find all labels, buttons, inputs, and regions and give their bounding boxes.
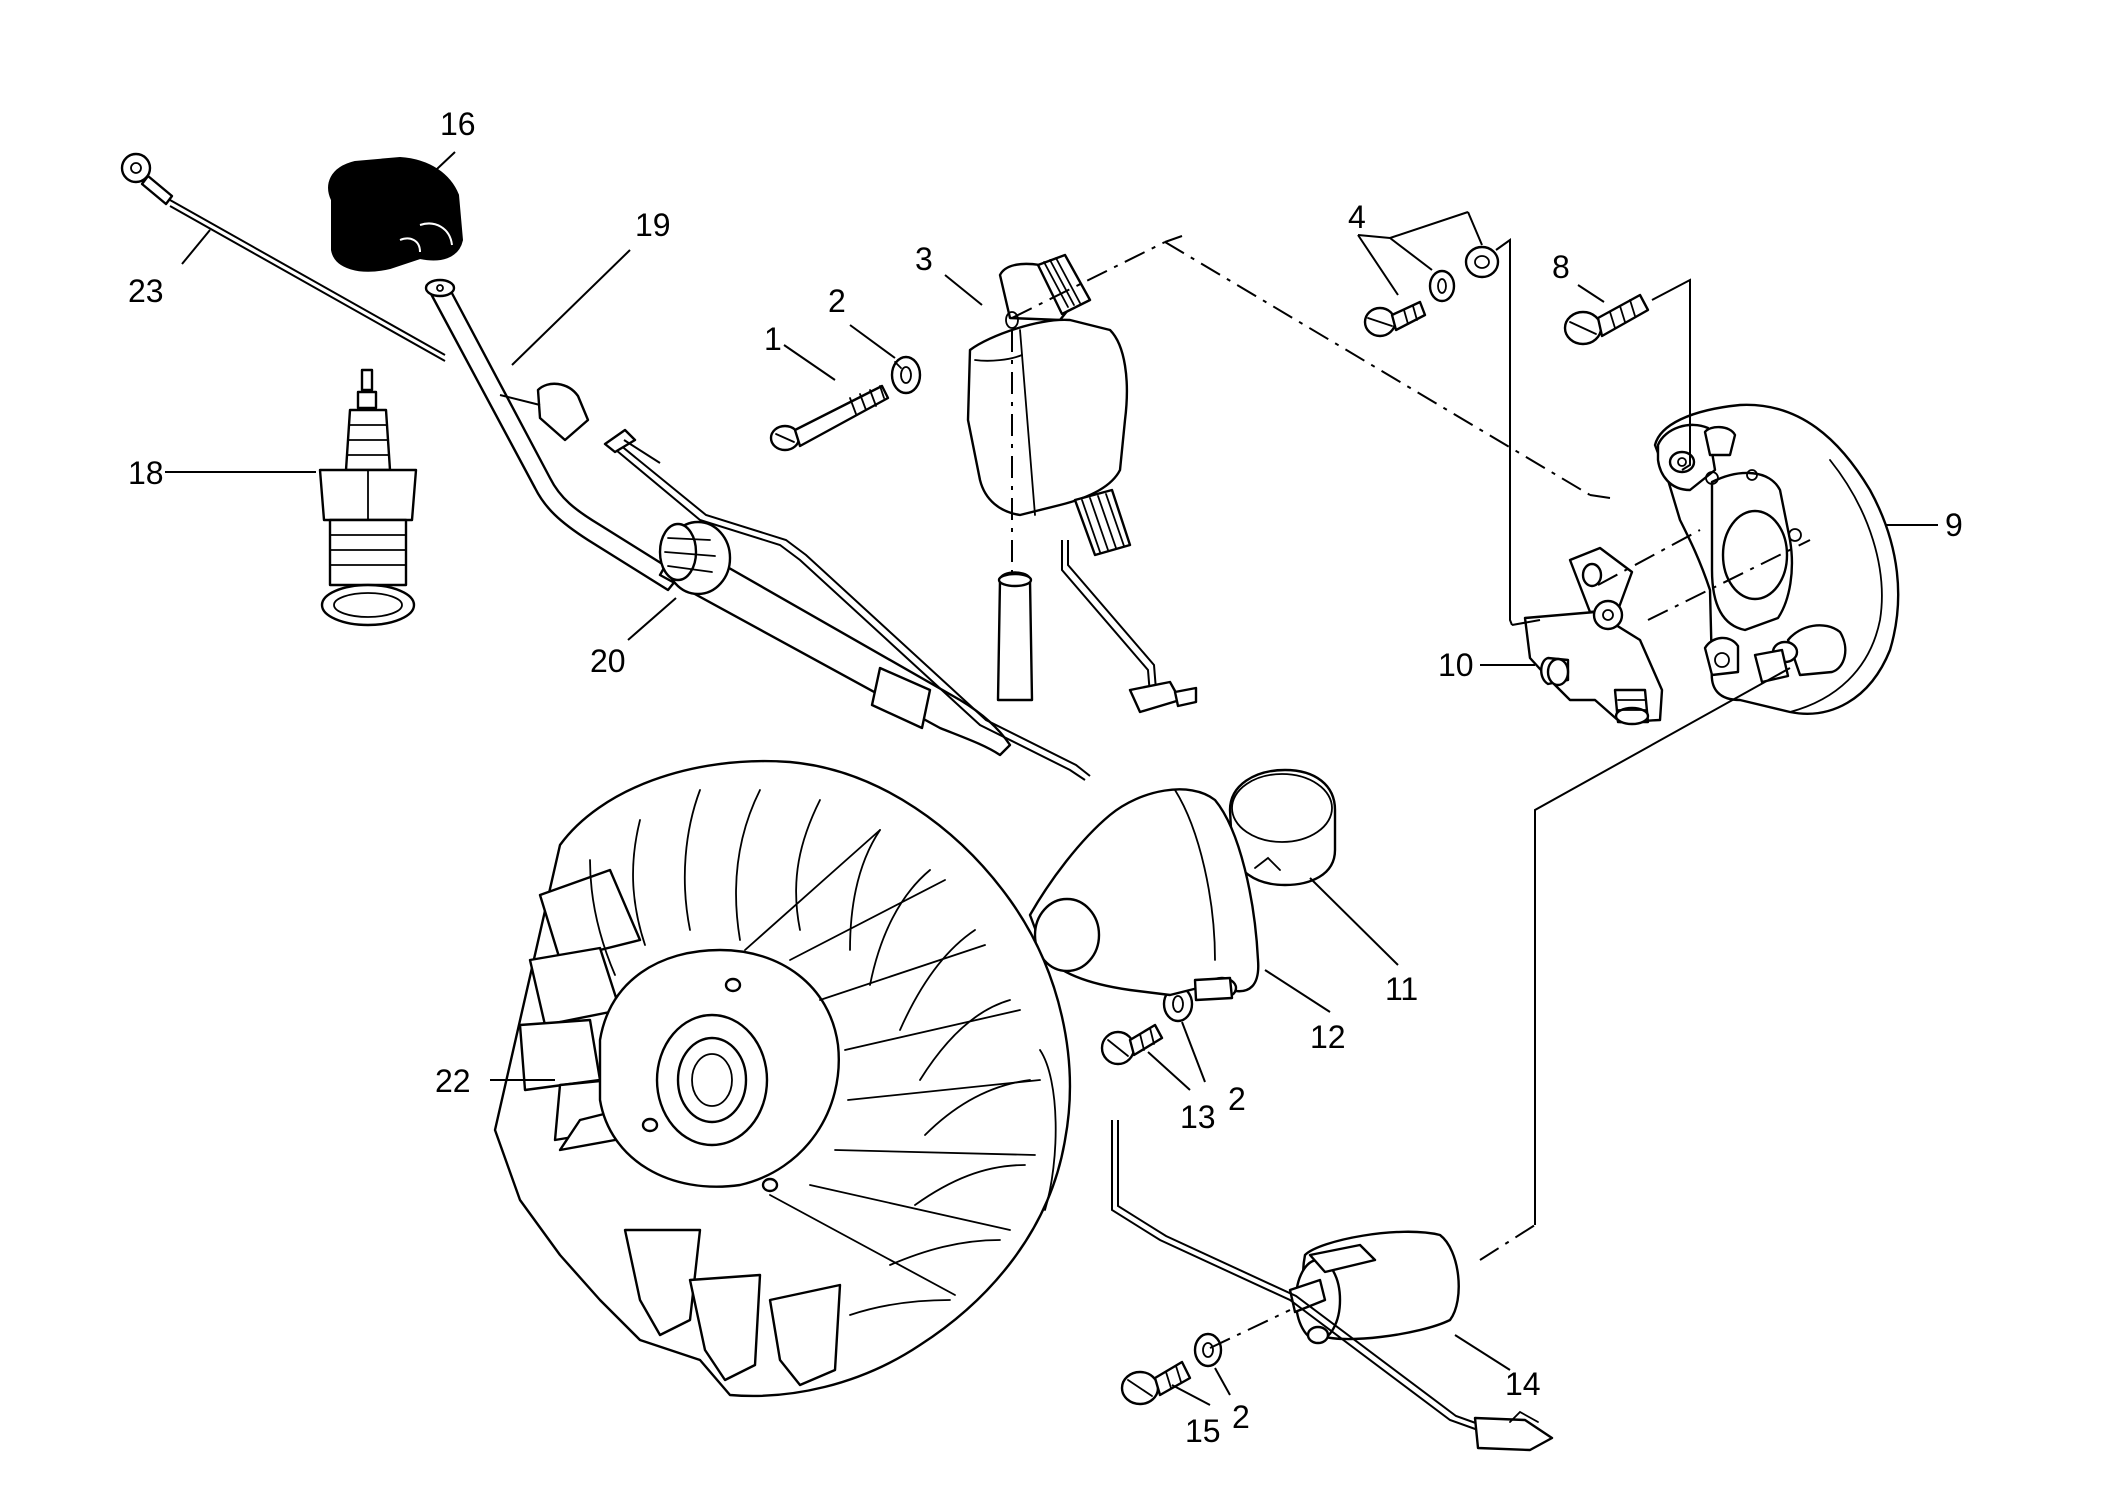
screw-part-8: [1563, 293, 1650, 346]
callout-1: 1: [764, 321, 782, 357]
bushing-part: [1228, 768, 1337, 887]
screw-part-1: [769, 384, 890, 452]
coil-cover-part: [1028, 788, 1260, 1002]
spark-plug-boot-part: [328, 156, 464, 272]
callout-12: 12: [1310, 1019, 1346, 1055]
callout-2a: 2: [828, 283, 846, 319]
assembly-lines: [1011, 235, 1811, 1349]
lock-washer-part-a: [890, 355, 922, 395]
callout-18: 18: [128, 455, 164, 491]
callout-22: 22: [435, 1063, 471, 1099]
screw-part-15: [1120, 1360, 1192, 1406]
callout-8: 8: [1552, 249, 1570, 285]
callout-9: 9: [1945, 507, 1963, 543]
contact-breaker-part: [1523, 546, 1664, 726]
stator-plate-part: [1653, 403, 1900, 715]
spark-plug-part: [318, 368, 418, 627]
screw-part-13: [1100, 1023, 1164, 1066]
callout-2b: 2: [1228, 1081, 1246, 1117]
callout-10: 10: [1438, 647, 1474, 683]
flywheel-part: [493, 759, 1072, 1398]
callout-3: 3: [915, 241, 933, 277]
lock-washer-part-c: [1193, 1332, 1223, 1368]
callout-14: 14: [1505, 1366, 1541, 1402]
condenser-part: [1111, 1120, 1554, 1452]
callout-11: 11: [1385, 971, 1418, 1007]
callout-labels: 23 16 19 18 20 1 2 3 4 8 9 10 11 12 2 13…: [128, 106, 1963, 1449]
ignition-coil-part: [966, 253, 1198, 714]
callout-20: 20: [590, 643, 626, 679]
screw-washer-set-part-4: [1363, 245, 1500, 338]
callout-19: 19: [635, 207, 671, 243]
ignition-lead-part: [424, 278, 682, 592]
grommet-part: [499, 382, 1091, 781]
leader-lines: [165, 151, 1938, 1406]
ground-wire-part: [120, 152, 446, 362]
callout-13: 13: [1180, 1099, 1216, 1135]
callout-23: 23: [128, 273, 164, 309]
callout-16: 16: [440, 106, 476, 142]
callout-4: 4: [1348, 199, 1366, 235]
callout-2c: 2: [1232, 1399, 1250, 1435]
callout-15: 15: [1185, 1413, 1221, 1449]
